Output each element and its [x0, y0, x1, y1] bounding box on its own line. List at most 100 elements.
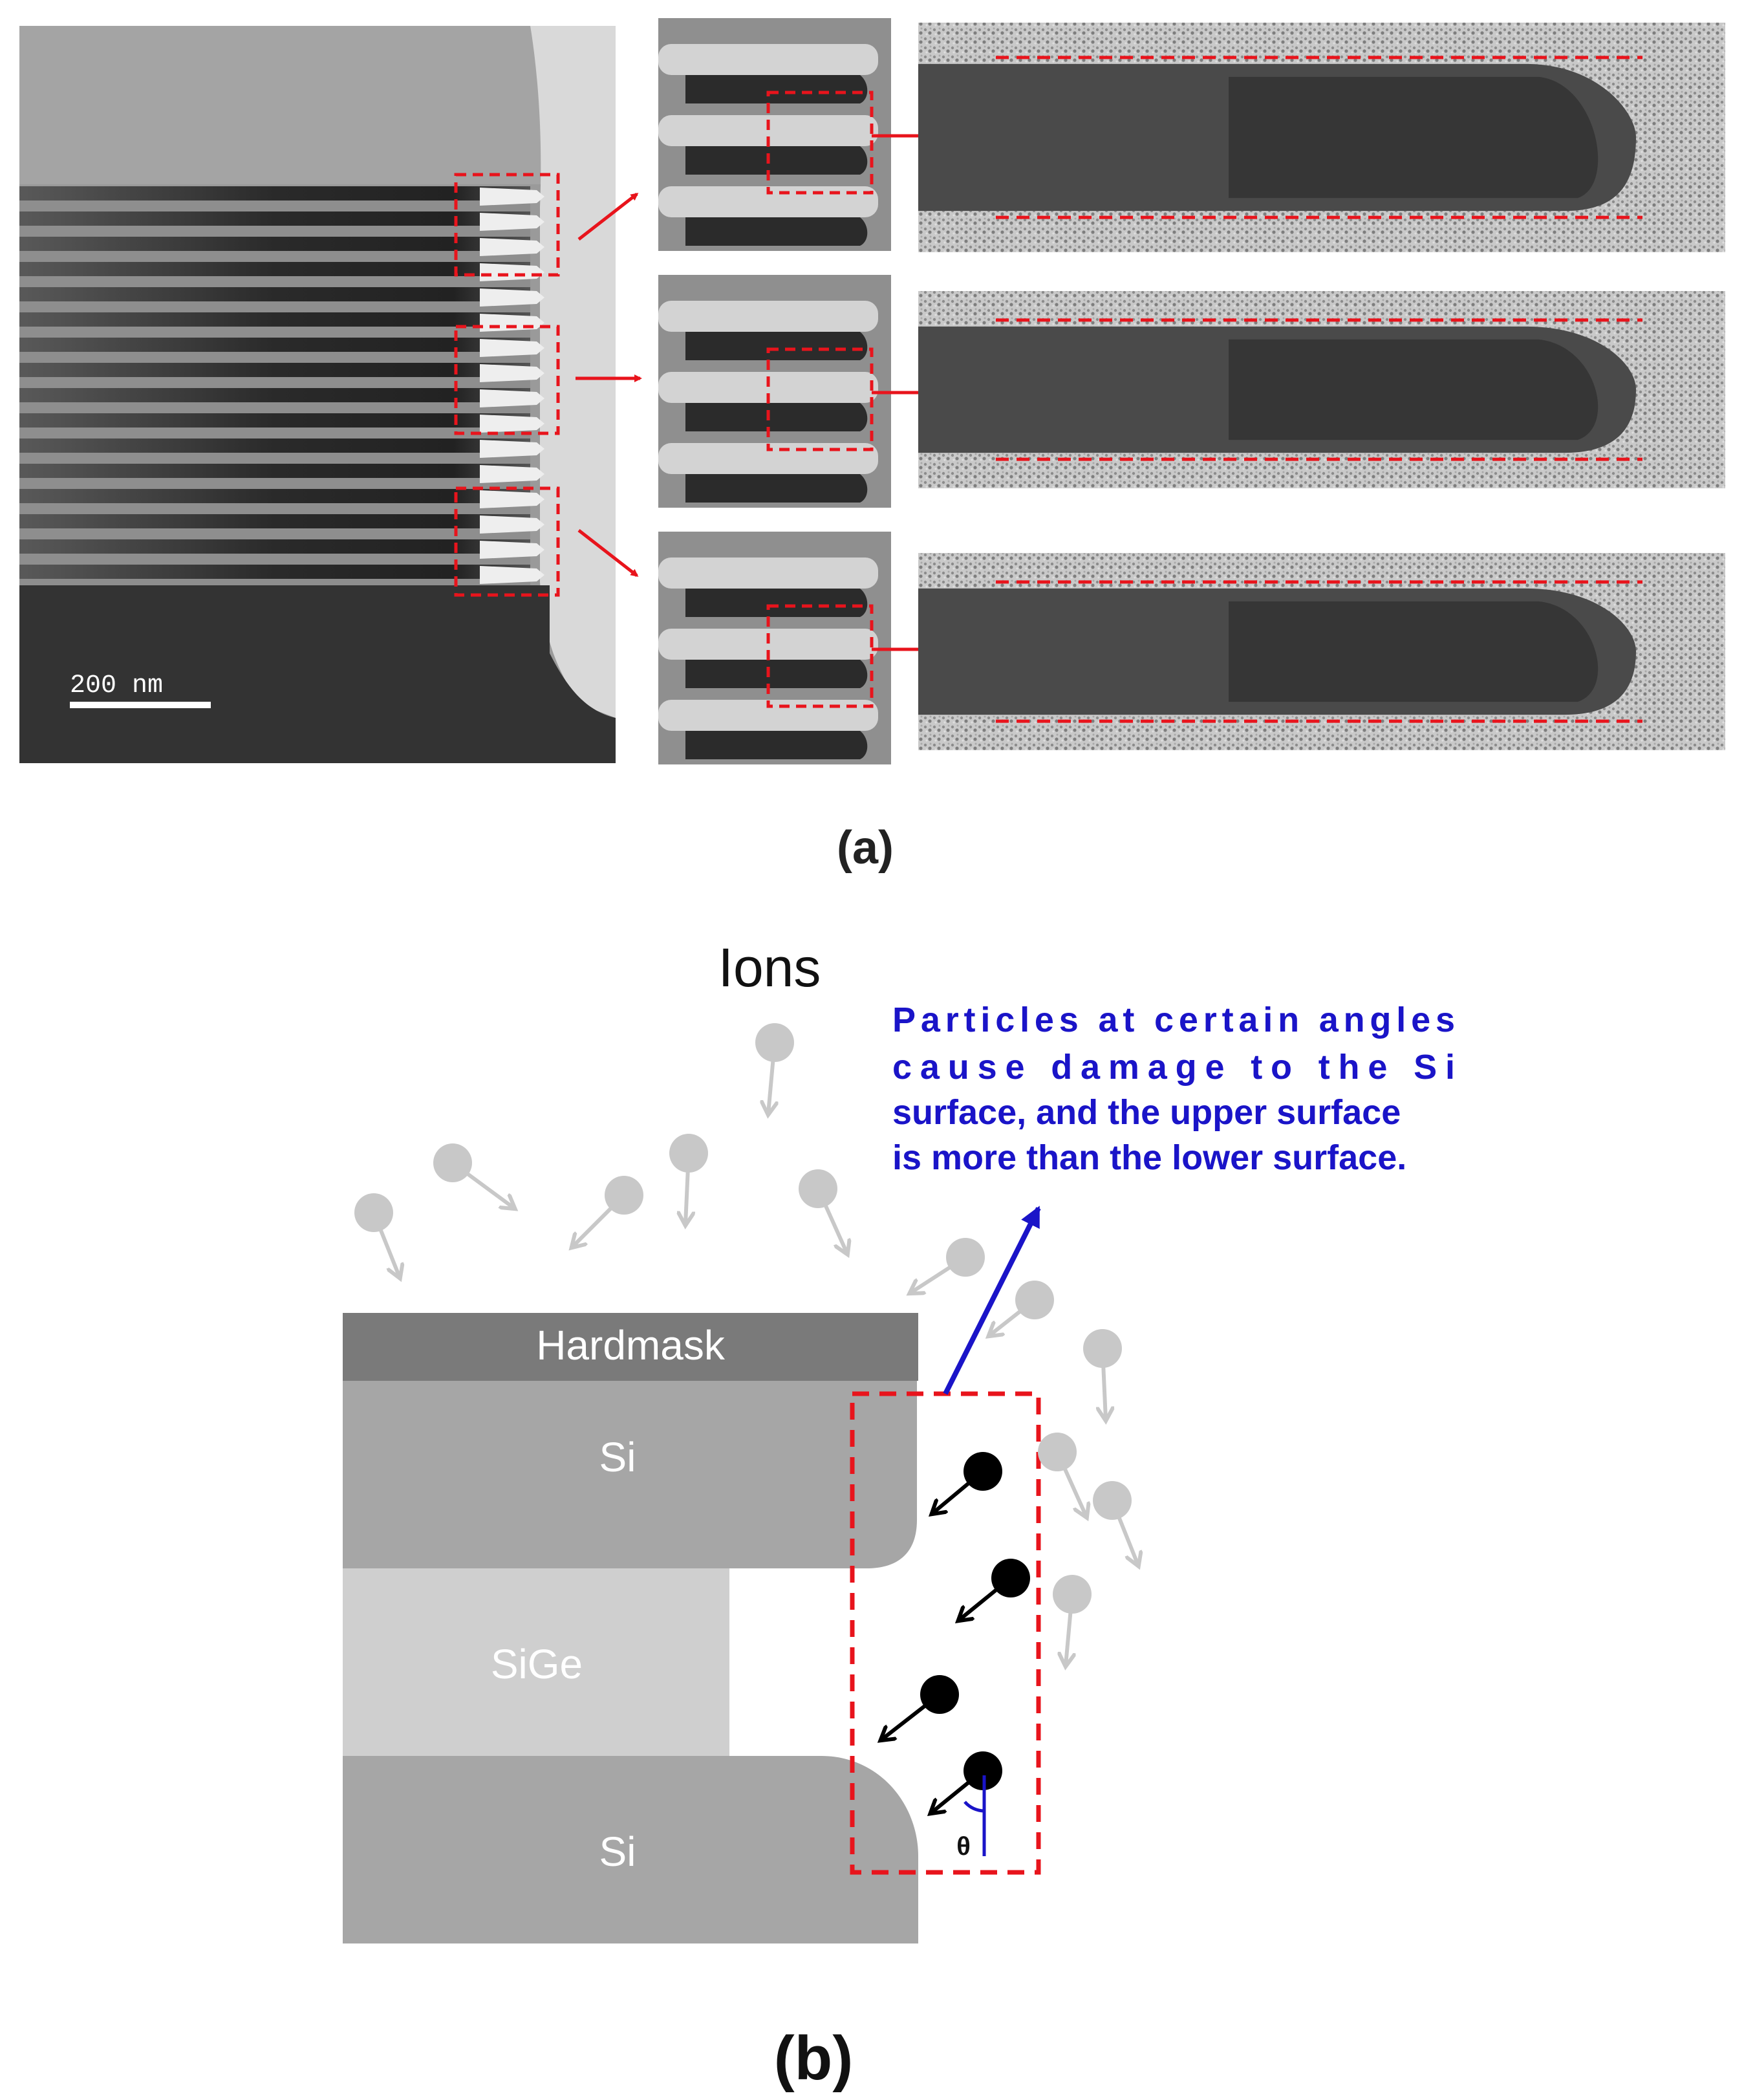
hrtem-zoom-image-2 [918, 291, 1725, 488]
nanosheet-gap [19, 453, 530, 464]
cavity-tip [480, 364, 544, 382]
caption-b: (b) [774, 2024, 854, 2093]
ion-particle-gray [433, 1143, 514, 1208]
ion-particle-gray [755, 1023, 794, 1114]
angle-arc [964, 1801, 985, 1813]
ion-particle-gray [1083, 1329, 1122, 1420]
si-bottom-layer [343, 1756, 918, 1943]
nanosheet-band [19, 338, 530, 352]
cavity-tip [480, 440, 544, 458]
si-top-layer [343, 1381, 917, 1568]
nanosheet-band [19, 237, 530, 251]
cavity-tip [480, 541, 544, 559]
cavity-tip [480, 263, 544, 281]
detail-highlight-box [766, 347, 874, 451]
nanosheet-band [19, 211, 530, 226]
panel-a: 200 nm (a) [19, 18, 1725, 874]
nanosheet-gap [19, 226, 530, 237]
nanosheet-band [19, 388, 530, 402]
nanosheet-band [19, 186, 530, 200]
ion-particle-gray [1038, 1433, 1086, 1517]
ion-particle-gray [910, 1238, 985, 1293]
ion-particle-black [931, 1751, 1002, 1813]
cavity-tip [480, 490, 544, 508]
ion-particle-gray [354, 1193, 400, 1277]
nanosheet-band [19, 363, 530, 377]
annotation-line-4: is more than the lower surface. [892, 1138, 1406, 1177]
annotation-line-3: surface, and the upper surface [892, 1093, 1401, 1132]
ion-particle-gray [572, 1176, 643, 1247]
nanosheet-gap [19, 554, 530, 565]
ion-particle-gray [1053, 1575, 1092, 1665]
panel-b: Ions Particles at certain angles cause d… [343, 937, 1455, 2093]
nanosheet-band [19, 514, 530, 528]
tem-detail-image-1 [658, 18, 953, 251]
cavity-tip [480, 566, 544, 584]
nanosheet-gap [19, 402, 530, 413]
nanosheet-gap [19, 478, 530, 489]
cavity-tip [480, 188, 544, 206]
ion-particle-black [932, 1452, 1002, 1513]
annotation-line-2: cause damage to the Si [892, 1048, 1455, 1087]
caption-a: (a) [837, 822, 894, 874]
nanosheet-band [19, 438, 530, 453]
nanosheet-gap [19, 200, 530, 211]
ion-particle-gray [989, 1281, 1054, 1336]
tem-detail-image-2 [658, 275, 953, 508]
arrow-to-top-image [577, 193, 639, 241]
nanosheet-band [19, 262, 530, 276]
nanosheet-band [19, 312, 530, 327]
nanosheet-gap [19, 428, 530, 438]
detail-highlight-box [766, 91, 874, 195]
ion-particle-black [881, 1675, 959, 1740]
nanosheet-gap [19, 276, 530, 287]
annotation-line-1: Particles at certain angles [892, 1001, 1455, 1039]
nanosheet-gap [19, 503, 530, 514]
highlight-box-middle [454, 325, 560, 435]
nanosheet-gap [19, 352, 530, 363]
highlight-box-top [454, 173, 560, 277]
cavity-tip [480, 389, 544, 407]
sige-label: SiGe [491, 1641, 583, 1687]
hrtem-zoom-image-1 [918, 23, 1725, 252]
cavity-tip [480, 465, 544, 483]
hardmask-label: Hardmask [536, 1322, 726, 1369]
sige-layer [343, 1568, 729, 1756]
ion-particle-black [959, 1559, 1030, 1620]
si-top-label: Si [599, 1434, 636, 1480]
cavity-tip [480, 415, 544, 433]
nanosheet-band [19, 489, 530, 503]
annotation-pointer-arrow [943, 1206, 1041, 1395]
cavity-tip [480, 213, 544, 231]
cavity-tip [480, 515, 544, 534]
si-bottom-label: Si [599, 1828, 636, 1875]
nanosheet-band [19, 539, 530, 554]
scale-bar [70, 702, 211, 708]
nanosheet-gap [19, 377, 530, 388]
highlight-box-bottom [454, 486, 560, 597]
nanosheet-band [19, 287, 530, 301]
cavity-tip [480, 238, 544, 256]
tem-overview-image: 200 nm [19, 26, 616, 763]
ion-particle-gray [1093, 1481, 1138, 1565]
ions-label: Ions [718, 937, 821, 998]
cavity-tip [480, 339, 544, 357]
cavity-tip [480, 314, 544, 332]
hardmask-layer [343, 1313, 918, 1381]
detail-highlight-box [766, 604, 874, 708]
damage-annotation: Particles at certain angles cause damage… [892, 1001, 1455, 1177]
hrtem-zoom-image-3 [918, 553, 1725, 750]
nanosheet-band [19, 464, 530, 478]
nanosheet-gap [19, 528, 530, 539]
nanosheet-band [19, 565, 530, 579]
arrow-to-bottom-image [577, 529, 639, 577]
tem-detail-image-3 [658, 532, 953, 764]
nanosheet-gap [19, 251, 530, 262]
nanosheet-gap [19, 301, 530, 312]
nanosheet-gap [19, 327, 530, 338]
angle-label: θ [956, 1832, 971, 1861]
nanosheet-band [19, 413, 530, 428]
ion-particle-gray [669, 1134, 708, 1224]
cavity-tip [480, 288, 544, 307]
